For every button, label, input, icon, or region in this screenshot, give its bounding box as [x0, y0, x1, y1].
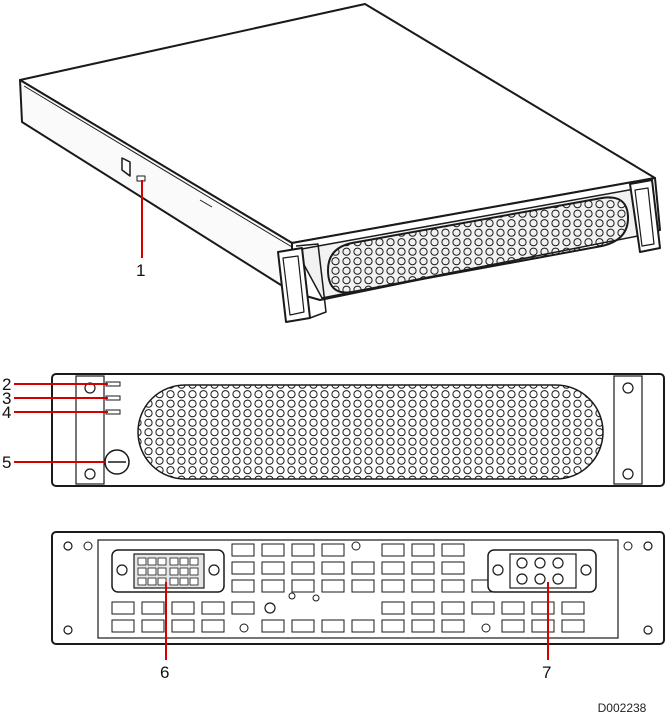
led-indicator-1 — [105, 381, 121, 387]
callout-3-label: 3 — [2, 389, 11, 408]
callout-7-label: 7 — [542, 663, 551, 682]
callout-1-label: 1 — [136, 261, 145, 280]
power-connector — [487, 549, 597, 593]
callout-6-label: 6 — [160, 663, 169, 682]
callout-5-label: 5 — [2, 453, 11, 472]
rear-vent-slots — [111, 543, 585, 633]
callout-2-label: 2 — [2, 375, 11, 394]
front-view — [51, 373, 665, 487]
signal-connector — [111, 549, 225, 593]
led-indicator-2 — [105, 395, 121, 401]
side-port — [121, 157, 131, 177]
rear-view — [51, 531, 665, 645]
front-grille — [137, 384, 604, 480]
front-grille-iso — [327, 196, 629, 294]
callout-4-label: 4 — [2, 403, 11, 422]
led-indicator-3 — [105, 409, 121, 415]
isometric-view — [19, 3, 661, 323]
document-id: D002238 — [598, 701, 647, 715]
